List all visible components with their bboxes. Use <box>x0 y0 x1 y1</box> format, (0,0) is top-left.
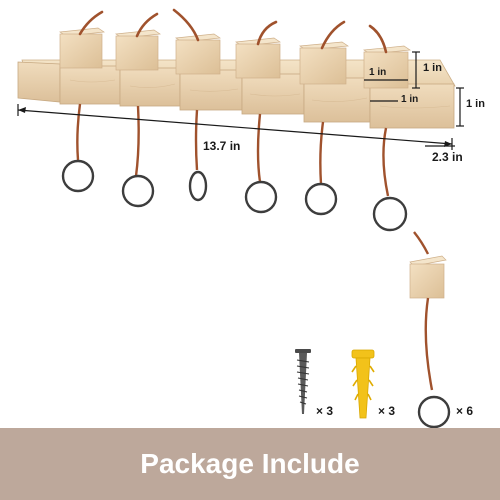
block-width-label: 1 in <box>369 67 387 78</box>
keychain-4 <box>244 113 278 214</box>
depth-label: 2.3 in <box>432 150 463 164</box>
cube-2 <box>114 29 162 71</box>
single-keychain <box>409 231 451 429</box>
banner-title: Package Include <box>140 448 360 479</box>
length-label: 13.7 in <box>203 139 241 153</box>
base-height-label: 1 in <box>466 98 485 110</box>
base-width-label: 1 in <box>401 94 419 105</box>
keychain-3 <box>188 109 208 202</box>
base-segment-6 <box>369 83 455 129</box>
keychain-1 <box>61 103 95 193</box>
block-height-label: 1 in <box>423 62 442 74</box>
cube-6 <box>362 45 412 89</box>
screw-icon <box>295 349 311 414</box>
keychain-quantity: × 6 <box>456 404 474 418</box>
keychain-5 <box>304 121 338 216</box>
dimension-lines <box>17 51 464 150</box>
cube-5 <box>298 41 350 85</box>
leather-tie-tops <box>78 8 388 54</box>
product-illustration <box>17 8 464 429</box>
screw-quantity: × 3 <box>316 404 334 418</box>
cube-1 <box>58 27 106 69</box>
base-segment-1 <box>59 65 121 105</box>
base-segment-5 <box>303 77 371 123</box>
wall-anchor-icon <box>351 349 375 419</box>
hanging-keychains <box>61 103 408 232</box>
base-front-face <box>17 61 61 103</box>
keychain-6 <box>372 127 408 232</box>
base-segment-2 <box>119 67 181 107</box>
package-include-banner: Package Include <box>0 428 500 500</box>
anchor-quantity: × 3 <box>378 404 396 418</box>
keychain-2 <box>121 105 155 208</box>
